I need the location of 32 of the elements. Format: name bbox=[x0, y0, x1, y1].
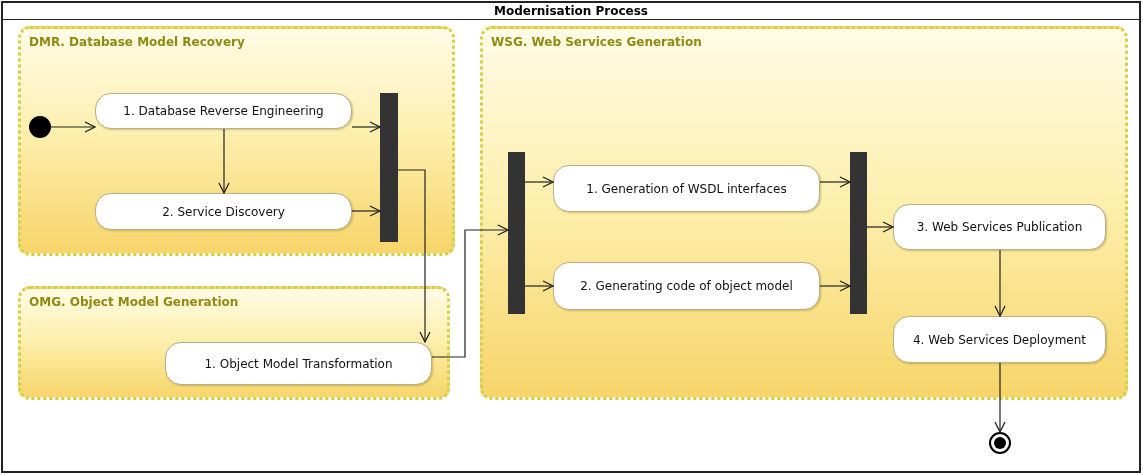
arrow bbox=[351, 205, 381, 217]
arrow bbox=[50, 121, 96, 133]
partition-title: OMG. Object Model Generation bbox=[29, 295, 239, 309]
action-box: 2. Generating code of object model bbox=[553, 262, 820, 310]
arrow bbox=[431, 224, 509, 358]
arrow bbox=[819, 280, 851, 292]
synchronization-bar bbox=[380, 93, 398, 242]
final-node bbox=[989, 432, 1011, 454]
arrow bbox=[351, 121, 381, 133]
action-box: 1. Database Reverse Engineering bbox=[95, 93, 352, 129]
partition-title: DMR. Database Model Recovery bbox=[29, 35, 245, 49]
frame-title: Modernisation Process bbox=[493, 4, 648, 18]
synchronization-bar bbox=[508, 152, 525, 314]
activity-partition bbox=[18, 26, 455, 256]
arrow bbox=[994, 362, 1006, 433]
initial-node bbox=[29, 116, 51, 138]
action-box: 1. Generation of WSDL interfaces bbox=[553, 165, 820, 212]
partition-title: WSG. Web Services Generation bbox=[491, 35, 702, 49]
activity-partition bbox=[480, 26, 1128, 400]
arrow bbox=[866, 221, 894, 233]
action-box: 3. Web Services Publication bbox=[893, 204, 1106, 250]
activity-partition bbox=[18, 286, 450, 400]
arrow bbox=[819, 176, 851, 188]
action-box: 2. Service Discovery bbox=[95, 193, 352, 230]
arrow bbox=[524, 280, 554, 292]
arrow bbox=[994, 249, 1006, 317]
arrow bbox=[524, 176, 554, 188]
synchronization-bar bbox=[850, 152, 867, 314]
arrow bbox=[218, 128, 230, 194]
action-box: 1. Object Model Transformation bbox=[165, 342, 432, 385]
arrow bbox=[397, 169, 431, 343]
action-box: 4. Web Services Deployment bbox=[893, 316, 1106, 363]
